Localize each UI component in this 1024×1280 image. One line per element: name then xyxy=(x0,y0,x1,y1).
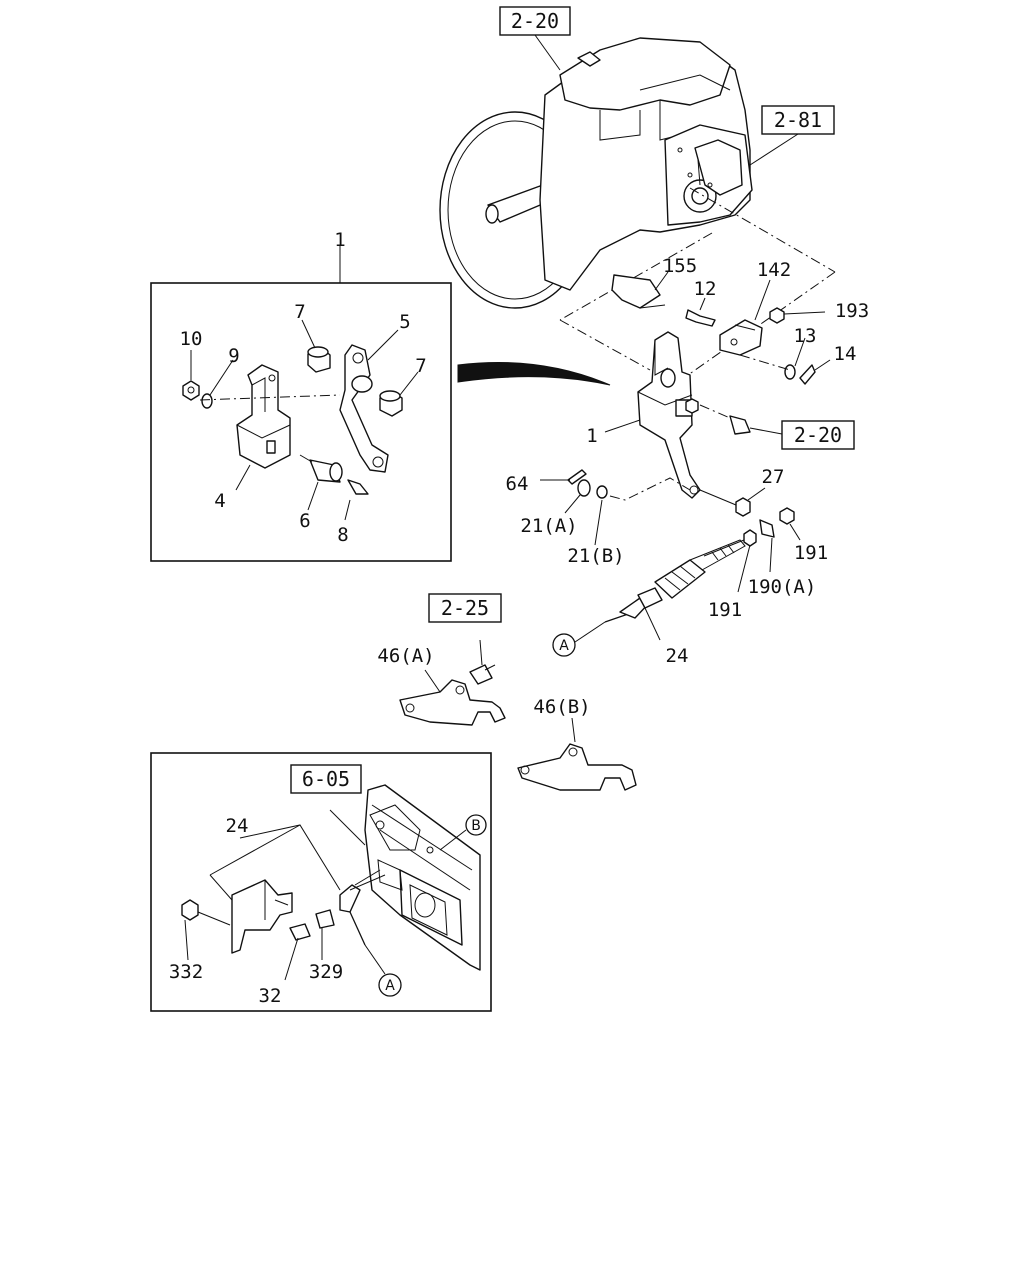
part-label-6: 6 xyxy=(299,510,310,532)
part-label-46a: 46(A) xyxy=(377,645,434,667)
part-label-190a: 190(A) xyxy=(748,576,817,598)
part-label-191-right: 191 xyxy=(794,542,828,564)
ref-label: 2-25 xyxy=(441,596,489,620)
ref-label: 2-81 xyxy=(774,108,822,132)
part-label-12: 12 xyxy=(694,278,717,300)
part-label-193: 193 xyxy=(835,300,869,322)
bracket-46 xyxy=(399,639,637,791)
ref-label: 2-20 xyxy=(794,423,842,447)
cable-assembly: A xyxy=(552,507,801,657)
detail-frame-cab-mount: B A 24 332 32 329 xyxy=(150,752,492,1012)
part-label-155: 155 xyxy=(663,255,697,277)
part-label-24-bottom: 24 xyxy=(226,815,249,837)
ref-box-2-81[interactable]: 2-81 xyxy=(761,105,835,135)
callout-label: A xyxy=(385,978,395,994)
part-label-8: 8 xyxy=(337,524,348,546)
part-label-32: 32 xyxy=(259,985,282,1007)
part-label-4: 4 xyxy=(214,490,225,512)
callout-label: B xyxy=(471,818,481,834)
ref-box-2-20-top[interactable]: 2-20 xyxy=(499,6,571,36)
part-label-21a: 21(A) xyxy=(520,515,577,537)
ref-label: 2-20 xyxy=(511,9,559,33)
ref-box-6-05[interactable]: 6-05 xyxy=(290,764,362,794)
part-label-7b: 7 xyxy=(415,355,426,377)
part-label-5: 5 xyxy=(399,311,410,333)
callout-label: A xyxy=(559,638,569,654)
part-label-24: 24 xyxy=(666,645,689,667)
ref-box-2-25[interactable]: 2-25 xyxy=(428,593,502,623)
detail-frame-bracket-assembly: 1 10 xyxy=(150,229,452,562)
transmission-housing xyxy=(439,37,836,376)
part-label-142: 142 xyxy=(757,259,791,281)
part-label-10: 10 xyxy=(180,328,203,350)
part-label-332: 332 xyxy=(169,961,203,983)
ref-label: 6-05 xyxy=(302,767,350,791)
part-label-27: 27 xyxy=(762,466,785,488)
part-label-21b: 21(B) xyxy=(567,545,624,567)
pointer-arrow-icon xyxy=(457,362,611,386)
callout-circle-a xyxy=(552,633,576,657)
part-label-329: 329 xyxy=(309,961,343,983)
part-label-9: 9 xyxy=(228,345,239,367)
part-label-13: 13 xyxy=(794,325,817,347)
part-label-7a: 7 xyxy=(294,301,305,323)
callout-circle-b xyxy=(465,814,487,836)
bracket-assembly-main xyxy=(540,271,831,546)
part-label-14: 14 xyxy=(834,343,857,365)
part-label-1: 1 xyxy=(586,425,597,447)
part-label-191-left: 191 xyxy=(708,599,742,621)
callout-circle-a-bottom xyxy=(378,973,402,997)
ref-box-2-20-right[interactable]: 2-20 xyxy=(781,420,855,450)
part-label-1-top: 1 xyxy=(334,229,345,251)
part-label-46b: 46(B) xyxy=(533,696,590,718)
part-label-64: 64 xyxy=(506,473,529,495)
